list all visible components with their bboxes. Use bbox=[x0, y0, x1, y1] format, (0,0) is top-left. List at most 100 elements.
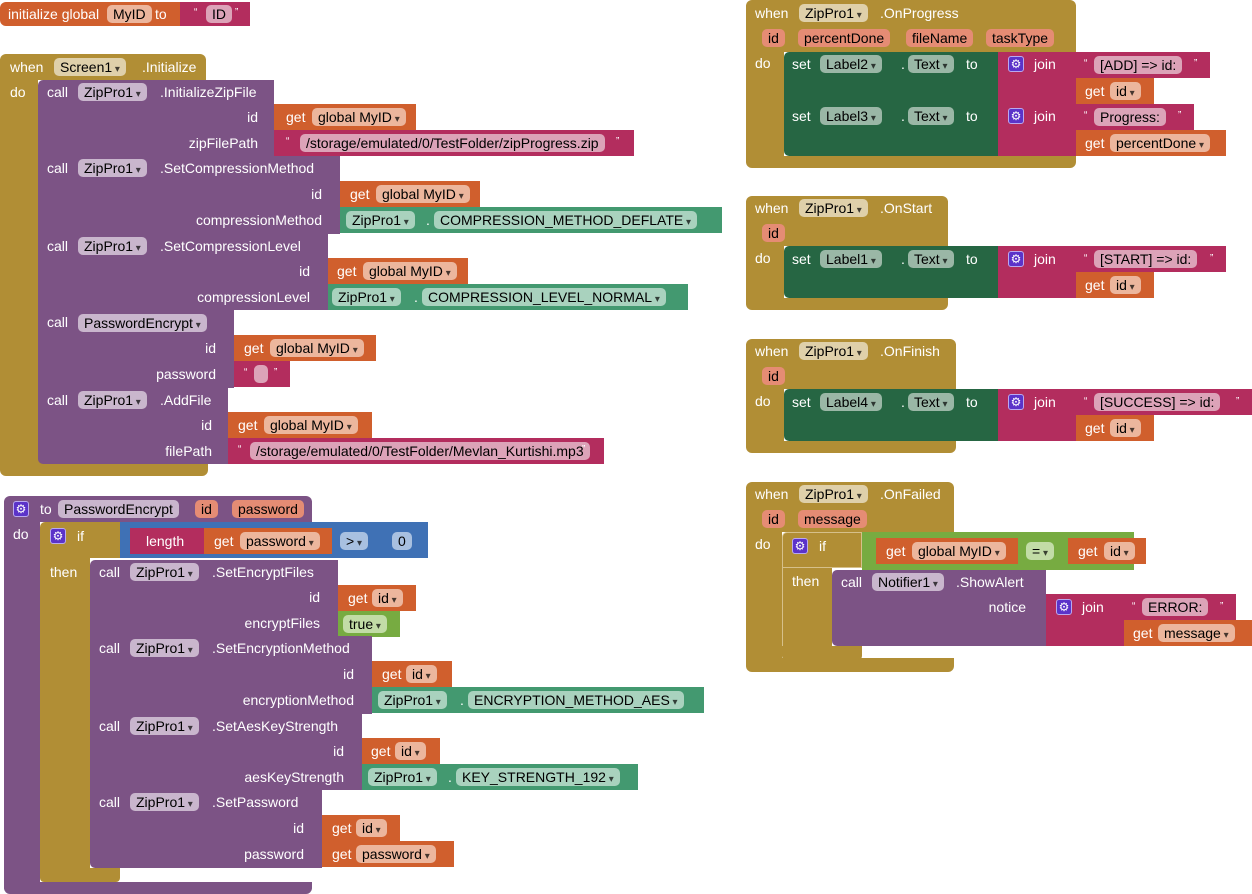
call-set-aes-key-strength[interactable]: call ZipPro1 .SetAesKeyStrength id aesKe… bbox=[90, 714, 362, 790]
component-dropdown[interactable]: ZipPro1 bbox=[378, 691, 447, 709]
param-tasktype[interactable]: taskType bbox=[986, 29, 1055, 47]
set-label1-text-block[interactable]: set Label1 . Text to bbox=[784, 246, 998, 298]
on-start-event-block[interactable]: when ZipPro1 .OnStart id bbox=[746, 196, 948, 246]
call-set-compression-method[interactable]: call ZipPro1 .SetCompressionMethod id co… bbox=[38, 156, 340, 234]
call-set-encryption-method[interactable]: call ZipPro1 .SetEncryptionMethod id enc… bbox=[90, 636, 372, 714]
join-block[interactable]: ⚙ join bbox=[998, 104, 1076, 156]
param-id[interactable]: id bbox=[762, 510, 785, 528]
variable-dropdown[interactable]: global MyID bbox=[912, 542, 1006, 560]
component-dropdown[interactable]: Label2 bbox=[820, 55, 882, 73]
get-id-block[interactable]: get id bbox=[322, 815, 400, 841]
text-block[interactable]: “ [ADD] => id: ” bbox=[1076, 52, 1210, 78]
component-constant-block[interactable]: ZipPro1 . COMPRESSION_METHOD_DEFLATE bbox=[340, 207, 722, 233]
operator-dropdown[interactable]: = bbox=[1026, 542, 1054, 560]
set-label2-text-block[interactable]: set Label2 . Text to bbox=[784, 52, 998, 104]
get-global-myid-block[interactable]: get global MyID bbox=[228, 412, 372, 438]
component-dropdown[interactable]: Screen1 bbox=[54, 58, 126, 76]
text-value[interactable]: [START] => id: bbox=[1094, 250, 1198, 268]
param-message[interactable]: message bbox=[798, 510, 867, 528]
component-dropdown[interactable]: ZipPro1 bbox=[346, 211, 415, 229]
component-dropdown[interactable]: ZipPro1 bbox=[332, 288, 401, 306]
component-dropdown[interactable]: ZipPro1 bbox=[130, 717, 199, 735]
text-block[interactable]: “ ID ” bbox=[180, 2, 250, 26]
component-dropdown[interactable]: ZipPro1 bbox=[799, 199, 868, 217]
variable-dropdown[interactable]: id bbox=[395, 742, 426, 760]
text-block[interactable]: “ [START] => id: ” bbox=[1076, 246, 1226, 272]
get-global-myid-block[interactable]: get global MyID bbox=[274, 104, 416, 130]
text-value[interactable]: /storage/emulated/0/TestFolder/zipProgre… bbox=[300, 134, 605, 152]
mutator-gear-icon[interactable]: ⚙ bbox=[50, 528, 66, 544]
component-dropdown[interactable]: ZipPro1 bbox=[799, 4, 868, 22]
call-set-encrypt-files[interactable]: call ZipPro1 .SetEncryptFiles id encrypt… bbox=[90, 560, 338, 636]
operator-dropdown[interactable]: > bbox=[340, 532, 368, 550]
property-dropdown[interactable]: Text bbox=[908, 107, 954, 125]
join-block[interactable]: ⚙ join bbox=[998, 246, 1076, 298]
component-dropdown[interactable]: ZipPro1 bbox=[799, 485, 868, 503]
get-id-block[interactable]: get id bbox=[1076, 415, 1154, 441]
component-dropdown[interactable]: ZipPro1 bbox=[368, 768, 437, 786]
procedure-name-field[interactable]: PasswordEncrypt bbox=[58, 500, 179, 518]
component-constant-block[interactable]: ZipPro1 . ENCRYPTION_METHOD_AES bbox=[372, 687, 704, 713]
text-block[interactable]: “ /storage/emulated/0/TestFolder/Mevlan_… bbox=[228, 438, 604, 464]
param-id[interactable]: id bbox=[762, 367, 785, 385]
text-value[interactable]: Progress: bbox=[1094, 108, 1166, 126]
mutator-gear-icon[interactable]: ⚙ bbox=[13, 501, 29, 517]
component-dropdown[interactable]: ZipPro1 bbox=[78, 159, 147, 177]
compare-equal-block[interactable]: get global MyID = get id bbox=[862, 532, 1146, 570]
number-field[interactable]: 0 bbox=[392, 532, 412, 550]
get-global-myid-block[interactable]: get global MyID bbox=[876, 538, 1018, 564]
variable-dropdown[interactable]: id bbox=[1110, 419, 1141, 437]
get-id-block[interactable]: get id bbox=[362, 738, 440, 764]
on-failed-event-block[interactable]: when ZipPro1 .OnFailed id message bbox=[746, 482, 954, 532]
mutator-gear-icon[interactable]: ⚙ bbox=[1056, 599, 1072, 615]
text-value[interactable] bbox=[254, 365, 268, 383]
variable-dropdown[interactable]: message bbox=[1158, 624, 1235, 642]
get-percentdone-block[interactable]: get percentDone bbox=[1076, 130, 1226, 156]
component-dropdown[interactable]: Notifier1 bbox=[872, 573, 944, 591]
call-set-compression-level[interactable]: call ZipPro1 .SetCompressionLevel id com… bbox=[38, 234, 328, 310]
variable-dropdown[interactable]: id bbox=[406, 665, 437, 683]
compare-block[interactable]: length get password > 0 bbox=[120, 522, 428, 558]
if-block[interactable]: ⚙ if bbox=[40, 522, 120, 558]
on-progress-event-block[interactable]: when ZipPro1 .OnProgress id percentDone … bbox=[746, 0, 1076, 52]
mutator-gear-icon[interactable]: ⚙ bbox=[1008, 56, 1024, 72]
get-password-block[interactable]: get password bbox=[204, 528, 332, 554]
variable-dropdown[interactable]: id bbox=[1110, 276, 1141, 294]
variable-dropdown[interactable]: global MyID bbox=[376, 185, 470, 203]
constant-dropdown[interactable]: COMPRESSION_LEVEL_NORMAL bbox=[422, 288, 666, 306]
variable-dropdown[interactable]: global MyID bbox=[270, 339, 364, 357]
variable-dropdown[interactable]: id bbox=[372, 589, 403, 607]
variable-dropdown[interactable]: id bbox=[1110, 82, 1141, 100]
join-block[interactable]: ⚙ join bbox=[1046, 594, 1124, 646]
component-dropdown[interactable]: ZipPro1 bbox=[78, 237, 147, 255]
component-dropdown[interactable]: Label1 bbox=[820, 250, 882, 268]
constant-dropdown[interactable]: KEY_STRENGTH_192 bbox=[456, 768, 620, 786]
mutator-gear-icon[interactable]: ⚙ bbox=[1008, 108, 1024, 124]
text-value[interactable]: [SUCCESS] => id: bbox=[1094, 393, 1221, 411]
get-global-myid-block[interactable]: get global MyID bbox=[234, 335, 376, 361]
variable-dropdown[interactable]: password bbox=[240, 532, 320, 550]
component-dropdown[interactable]: ZipPro1 bbox=[130, 639, 199, 657]
variable-dropdown[interactable]: percentDone bbox=[1110, 134, 1210, 152]
component-constant-block[interactable]: ZipPro1 . COMPRESSION_LEVEL_NORMAL bbox=[328, 284, 688, 310]
mutator-gear-icon[interactable]: ⚙ bbox=[1008, 394, 1024, 410]
variable-dropdown[interactable]: id bbox=[1104, 542, 1135, 560]
param-percentdone[interactable]: percentDone bbox=[798, 29, 891, 47]
empty-text-block[interactable]: “ ” bbox=[234, 361, 290, 387]
get-password-block[interactable]: get password bbox=[322, 841, 454, 867]
join-block[interactable]: ⚙ join bbox=[998, 389, 1076, 441]
property-dropdown[interactable]: Text bbox=[908, 250, 954, 268]
call-password-encrypt[interactable]: call PasswordEncrypt id password bbox=[38, 310, 234, 388]
property-dropdown[interactable]: Text bbox=[908, 55, 954, 73]
variable-dropdown[interactable]: password bbox=[356, 845, 436, 863]
param-password[interactable]: password bbox=[232, 500, 304, 518]
get-global-myid-block[interactable]: get global MyID bbox=[340, 181, 480, 207]
call-initialize-zip-file[interactable]: call ZipPro1 .InitializeZipFile id zipFi… bbox=[38, 80, 274, 156]
join-block[interactable]: ⚙ join bbox=[998, 52, 1076, 104]
get-id-block[interactable]: get id bbox=[372, 661, 452, 687]
set-label4-text-block[interactable]: set Label4 . Text to bbox=[784, 389, 998, 441]
on-finish-event-block[interactable]: when ZipPro1 .OnFinish id bbox=[746, 339, 956, 389]
text-block[interactable]: “ /storage/emulated/0/TestFolder/zipProg… bbox=[274, 130, 634, 156]
component-dropdown[interactable]: Label4 bbox=[820, 393, 882, 411]
text-block[interactable]: “ [SUCCESS] => id: ” bbox=[1076, 389, 1252, 415]
